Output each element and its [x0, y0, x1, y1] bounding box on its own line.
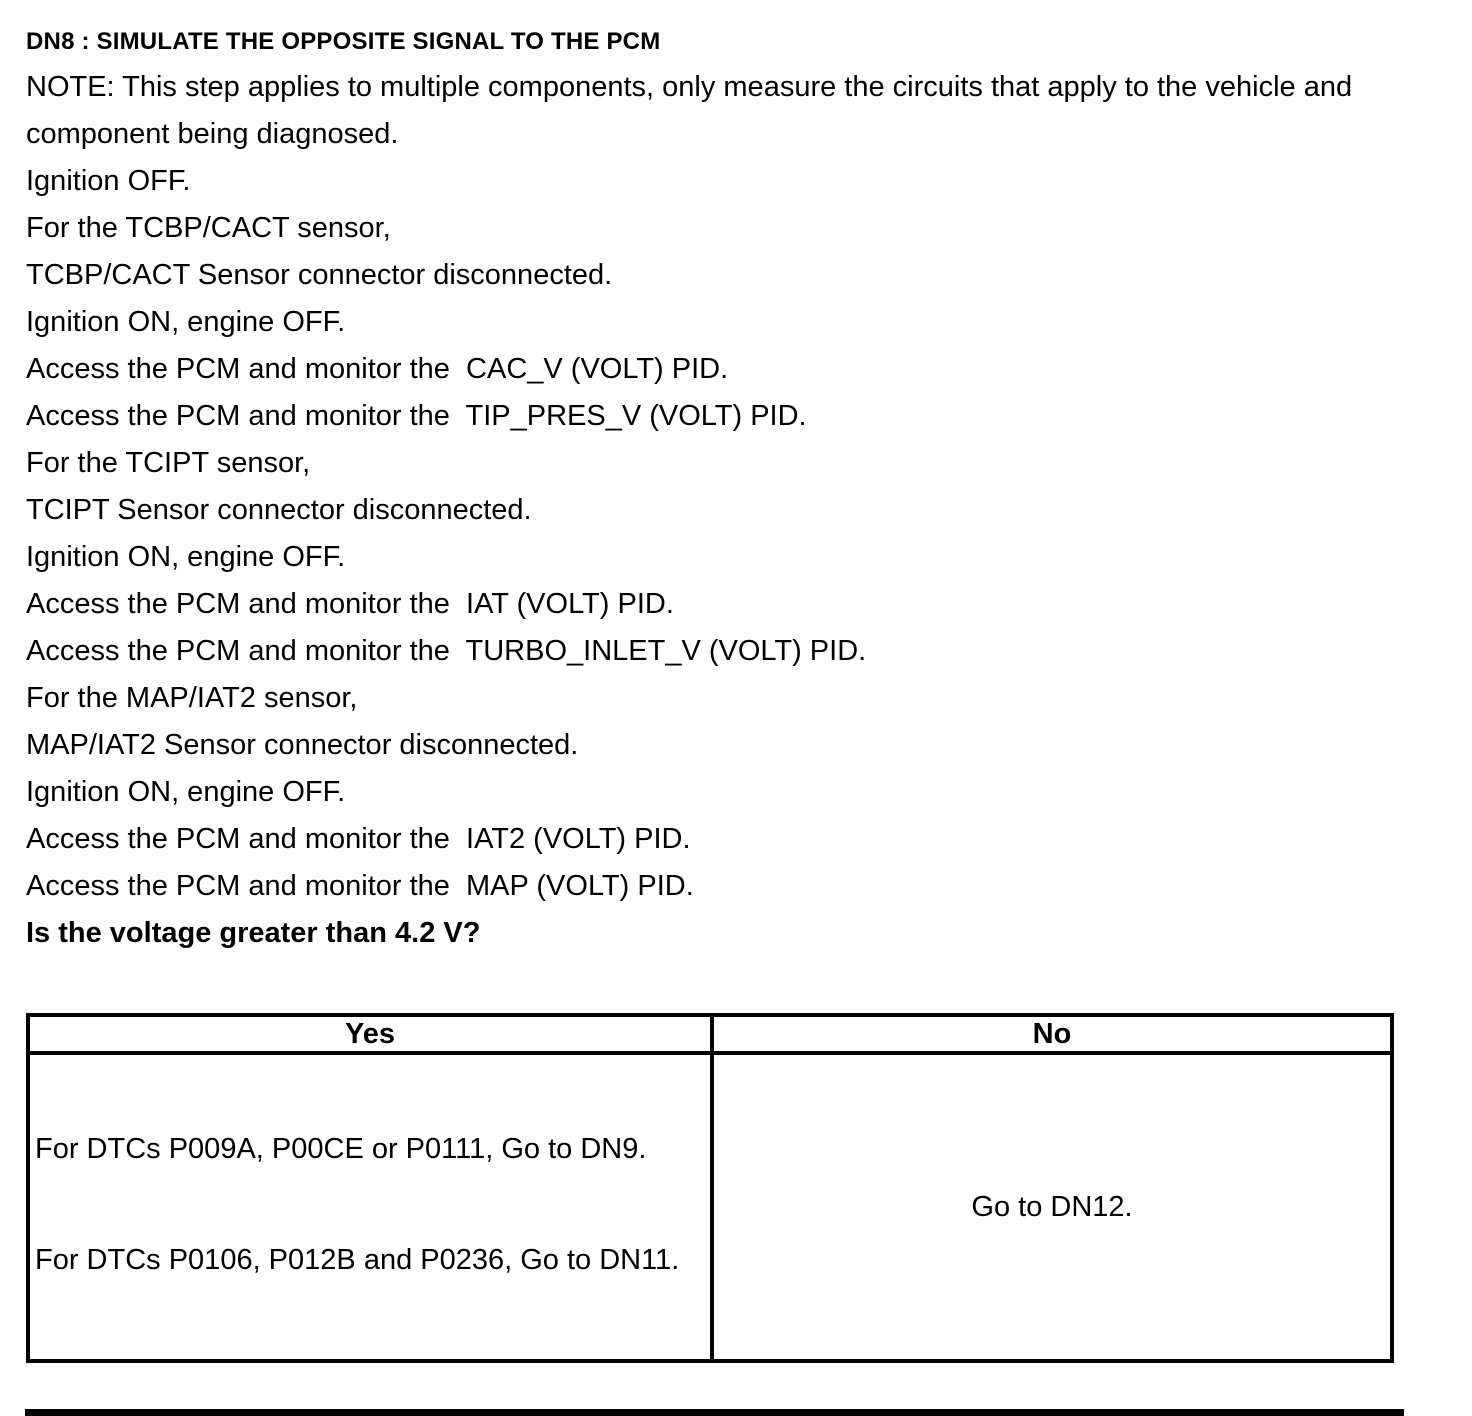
- instruction-line: Access the PCM and monitor the IAT (VOLT…: [26, 588, 674, 620]
- yes-result-cell: For DTCs P009A, P00CE or P0111, Go to DN…: [26, 1051, 714, 1363]
- no-result-cell: Go to DN12.: [710, 1051, 1394, 1363]
- decision-table-body-row: For DTCs P009A, P00CE or P0111, Go to DN…: [26, 1051, 1394, 1363]
- instruction-line: MAP/IAT2 Sensor connector disconnected.: [26, 729, 579, 761]
- decision-question: Is the voltage greater than 4.2 V?: [26, 917, 481, 949]
- yes-column-header: Yes: [26, 1013, 714, 1055]
- yes-action-dtc-group-1: For DTCs P009A, P00CE or P0111, Go to DN…: [35, 1133, 647, 1165]
- instruction-line: Ignition ON, engine OFF.: [26, 776, 346, 808]
- instruction-line: Ignition ON, engine OFF.: [26, 541, 346, 573]
- instruction-line: For the MAP/IAT2 sensor,: [26, 682, 358, 714]
- note-paragraph: NOTE: This step applies to multiple comp…: [26, 71, 1361, 150]
- step-title: DN8 : SIMULATE THE OPPOSITE SIGNAL TO TH…: [26, 28, 661, 55]
- no-column-header: No: [710, 1013, 1394, 1055]
- section-divider-rule: [25, 1409, 1404, 1416]
- instruction-line: TCIPT Sensor connector disconnected.: [26, 494, 532, 526]
- instruction-line: Access the PCM and monitor the MAP (VOLT…: [26, 870, 694, 902]
- decision-table: Yes No For DTCs P009A, P00CE or P0111, G…: [26, 1013, 1394, 1363]
- instruction-line: Access the PCM and monitor the CAC_V (VO…: [26, 353, 729, 385]
- instruction-line: For the TCIPT sensor,: [26, 447, 311, 479]
- decision-table-header-row: Yes No: [26, 1013, 1394, 1055]
- instruction-line: Ignition ON, engine OFF.: [26, 306, 346, 338]
- instruction-line: Access the PCM and monitor the IAT2 (VOL…: [26, 823, 691, 855]
- yes-action-dtc-group-2: For DTCs P0106, P012B and P0236, Go to D…: [35, 1244, 680, 1276]
- instruction-line: For the TCBP/CACT sensor,: [26, 212, 391, 244]
- instruction-line: Access the PCM and monitor the TURBO_INL…: [26, 635, 867, 667]
- instruction-line: Ignition OFF.: [26, 165, 191, 197]
- instruction-line: TCBP/CACT Sensor connector disconnected.: [26, 259, 613, 291]
- instruction-line: Access the PCM and monitor the TIP_PRES_…: [26, 400, 807, 432]
